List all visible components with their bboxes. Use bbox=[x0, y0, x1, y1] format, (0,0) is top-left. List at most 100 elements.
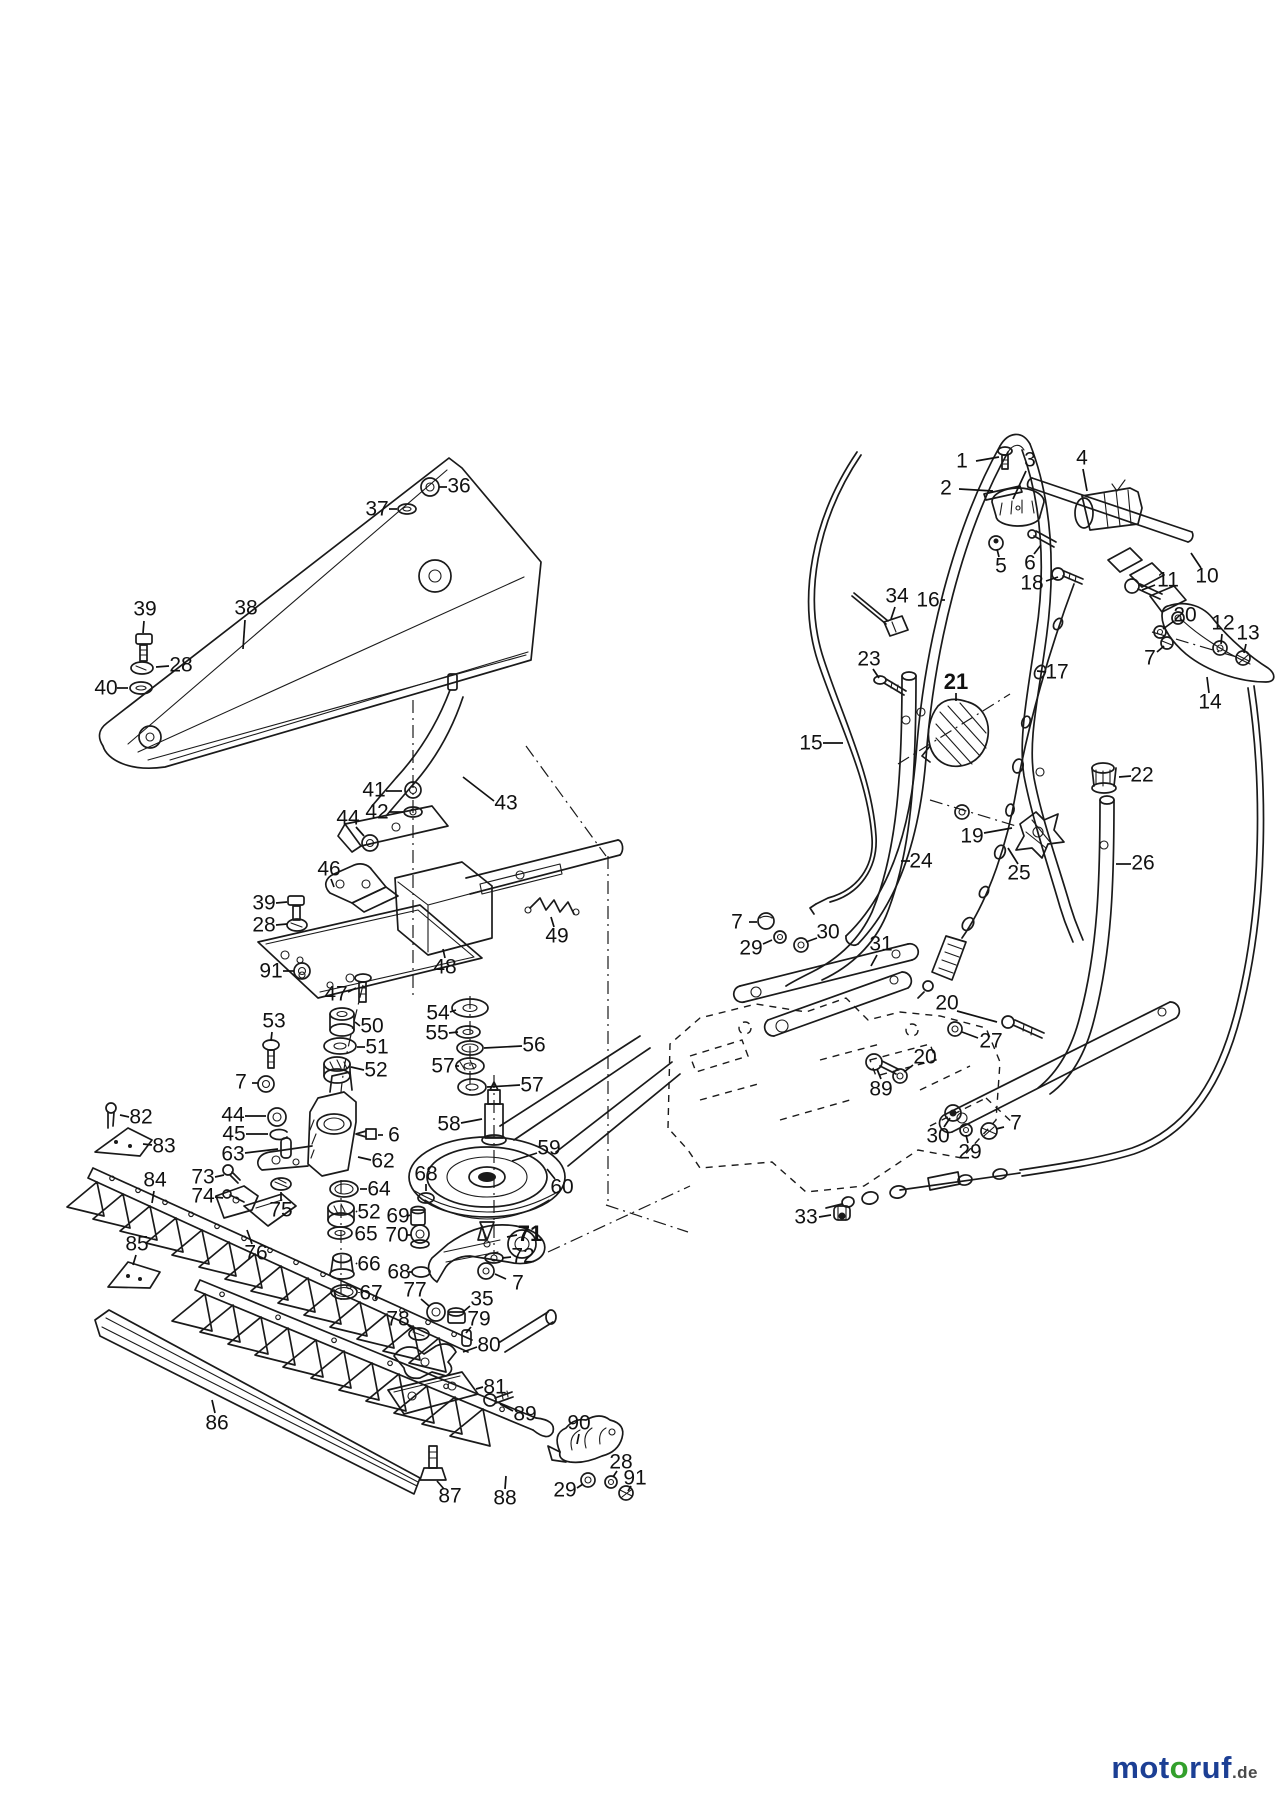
leader-line-83 bbox=[142, 1143, 153, 1146]
part-label-68: 68 bbox=[414, 1163, 437, 1186]
leader-line-11 bbox=[1141, 584, 1156, 591]
part-label-29: 29 bbox=[739, 937, 762, 960]
back-bar-86 bbox=[94, 1309, 421, 1495]
leader-line-53 bbox=[270, 1031, 273, 1042]
part-label-55: 55 bbox=[425, 1022, 448, 1045]
leader-line-5 bbox=[996, 548, 1000, 558]
leader-line-52 bbox=[355, 1210, 358, 1213]
leader-line-10 bbox=[1190, 552, 1202, 569]
leader-line-90 bbox=[576, 1433, 580, 1445]
part-label-11: 11 bbox=[1157, 569, 1179, 592]
leader-line-31 bbox=[870, 954, 878, 967]
brake-cable-32 bbox=[825, 685, 1265, 1209]
leader-line-23 bbox=[872, 668, 880, 679]
spring-49 bbox=[524, 897, 580, 916]
screw-89-shoe-90 bbox=[483, 1390, 624, 1464]
part-label-74: 74 bbox=[191, 1185, 215, 1208]
leader-line-2 bbox=[958, 488, 994, 492]
part-label-30: 30 bbox=[926, 1125, 949, 1148]
leader-line-39 bbox=[275, 901, 288, 904]
motoruf-watermark: motoruf.de bbox=[1111, 1750, 1258, 1786]
knife-bar-84 bbox=[66, 1167, 473, 1373]
brake-lever-14-12-13 bbox=[1149, 585, 1275, 683]
part-label-4: 4 bbox=[1076, 447, 1088, 470]
part-label-34: 34 bbox=[885, 585, 909, 608]
bearing-stack-64-67 bbox=[327, 1180, 359, 1300]
leader-line-46 bbox=[330, 878, 335, 888]
leader-line-76 bbox=[246, 1229, 253, 1245]
part-label-39: 39 bbox=[133, 598, 156, 621]
tube-24 bbox=[785, 671, 917, 987]
hardware-5-6-18 bbox=[988, 529, 1084, 585]
hardware-29-28-91-bottom bbox=[580, 1472, 634, 1501]
part-label-82: 82 bbox=[129, 1106, 152, 1129]
part-label-75: 75 bbox=[269, 1199, 292, 1222]
part-label-46: 46 bbox=[317, 858, 340, 881]
leader-line-56 bbox=[483, 1045, 523, 1049]
small-parts-73-74-75-76 bbox=[215, 1164, 297, 1227]
leader-line-29 bbox=[762, 939, 773, 945]
leader-line-30 bbox=[943, 1117, 951, 1128]
part-label-43: 43 bbox=[494, 792, 517, 815]
part-label-42: 42 bbox=[365, 801, 388, 824]
part-label-19: 19 bbox=[960, 825, 983, 848]
leader-line-85 bbox=[132, 1254, 137, 1266]
screw-23-pin-34 bbox=[851, 592, 909, 696]
pulley-shaft-58 bbox=[481, 1081, 507, 1146]
part-label-37: 37 bbox=[365, 498, 388, 521]
leader-line-72 bbox=[501, 1256, 512, 1259]
part-label-70: 70 bbox=[385, 1224, 408, 1247]
leader-line-50 bbox=[354, 1021, 361, 1027]
part-label-66: 66 bbox=[357, 1253, 380, 1276]
leader-line-52 bbox=[350, 1066, 365, 1071]
cap-3-screw-1-pin-2 bbox=[983, 446, 1045, 527]
part-label-91: 91 bbox=[623, 1467, 646, 1490]
part-label-90: 90 bbox=[567, 1412, 590, 1435]
watermark-brand-2: ruf bbox=[1189, 1750, 1232, 1785]
part-label-78: 78 bbox=[386, 1308, 409, 1331]
leader-line-89 bbox=[499, 1403, 514, 1412]
part-label-44: 44 bbox=[336, 807, 360, 830]
leader-line-47 bbox=[347, 987, 357, 993]
leader-line-86 bbox=[211, 1399, 216, 1414]
part-label-53: 53 bbox=[262, 1010, 285, 1033]
part-label-81: 81 bbox=[483, 1376, 506, 1399]
part-label-2: 2 bbox=[940, 477, 952, 500]
leader-line-4 bbox=[1082, 468, 1088, 492]
leader-line-80 bbox=[462, 1346, 478, 1353]
hardware-44-45-63-6 bbox=[267, 1107, 377, 1159]
part-label-52: 52 bbox=[357, 1201, 380, 1224]
part-label-64: 64 bbox=[367, 1178, 391, 1201]
part-label-40: 40 bbox=[94, 677, 117, 700]
throttle-body-21 bbox=[897, 693, 1011, 768]
part-label-65: 65 bbox=[354, 1223, 377, 1246]
leader-line-7 bbox=[1156, 645, 1165, 653]
leader-line-6 bbox=[1033, 544, 1042, 555]
part-label-77: 77 bbox=[403, 1279, 426, 1302]
watermark-brand-o: o bbox=[1169, 1750, 1190, 1785]
hardware-41-42-44 bbox=[361, 781, 423, 852]
part-label-25: 25 bbox=[1007, 862, 1030, 885]
part-label-49: 49 bbox=[545, 925, 568, 948]
part-label-7: 7 bbox=[1144, 647, 1156, 670]
part-label-48: 48 bbox=[433, 956, 456, 979]
part-label-18: 18 bbox=[1020, 572, 1043, 595]
leader-line-66 bbox=[355, 1262, 358, 1265]
leader-line-33 bbox=[818, 1214, 832, 1218]
part-label-6: 6 bbox=[388, 1124, 400, 1147]
watermark-tld: .de bbox=[1231, 1763, 1258, 1782]
part-label-86: 86 bbox=[205, 1412, 228, 1435]
leader-line-28 bbox=[155, 665, 170, 668]
leader-line-69 bbox=[407, 1214, 411, 1217]
leader-line-59 bbox=[511, 1152, 538, 1162]
leader-line-20 bbox=[903, 1064, 914, 1073]
part-label-38: 38 bbox=[234, 597, 257, 620]
cable-clip-33 bbox=[833, 1205, 851, 1221]
leader-line-14 bbox=[1206, 676, 1210, 694]
part-label-39: 39 bbox=[252, 892, 275, 915]
part-label-7: 7 bbox=[235, 1071, 247, 1094]
part-label-3: 3 bbox=[1024, 449, 1036, 472]
leader-line-29 bbox=[965, 1134, 969, 1144]
